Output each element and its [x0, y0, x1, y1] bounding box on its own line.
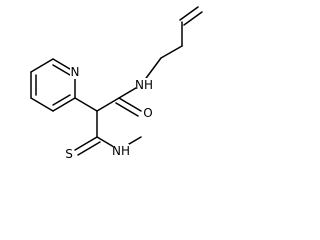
pyridine-n-bg: [70, 65, 80, 79]
thioamide-s-bg: [64, 147, 74, 161]
carbonyl-o-label: O: [143, 106, 152, 120]
thioamide-nh-bg: [113, 144, 129, 158]
backbone: [74, 57, 162, 156]
thioamide-nh-label: NH: [112, 144, 130, 158]
allyl-group: [160, 6, 203, 59]
carbonyl-o-bg: [143, 106, 153, 120]
bond-thiocarbonyl-s-a: [74, 136, 98, 151]
bond-pyr-c3-c2: [52, 97, 76, 112]
bond-pyr-c4-c3: [30, 97, 54, 112]
bond-carbonyl-o-a: [118, 97, 142, 112]
bond-pyr-c2-alpha: [74, 97, 98, 112]
bond-vinyl-terminal-double-a: [179, 6, 199, 21]
bond-pyr-c6-c5: [30, 58, 54, 73]
molecule-structure: NH O N S NH: [30, 6, 203, 161]
bond-vinyl-terminal-double-b: [183, 11, 203, 26]
amide-nh-label: NH: [135, 78, 153, 92]
bond-pyr-n-c6-inner: [52, 64, 71, 76]
pyridine-n-label: N: [71, 65, 80, 79]
bond-thiocarbonyl-s-b: [77, 141, 101, 156]
pyridine-ring: [30, 58, 76, 112]
atom-labels: NH O N S NH: [64, 65, 153, 161]
bond-allyl-ch2: [160, 45, 183, 59]
amide-nh-bg: [136, 78, 152, 92]
bond-carbonyl-o-b: [115, 102, 139, 117]
bond-alpha-carbonyl: [96, 97, 120, 112]
bond-pyr-c3-c2-inner: [52, 94, 71, 106]
thioamide-s-label: S: [65, 147, 73, 161]
